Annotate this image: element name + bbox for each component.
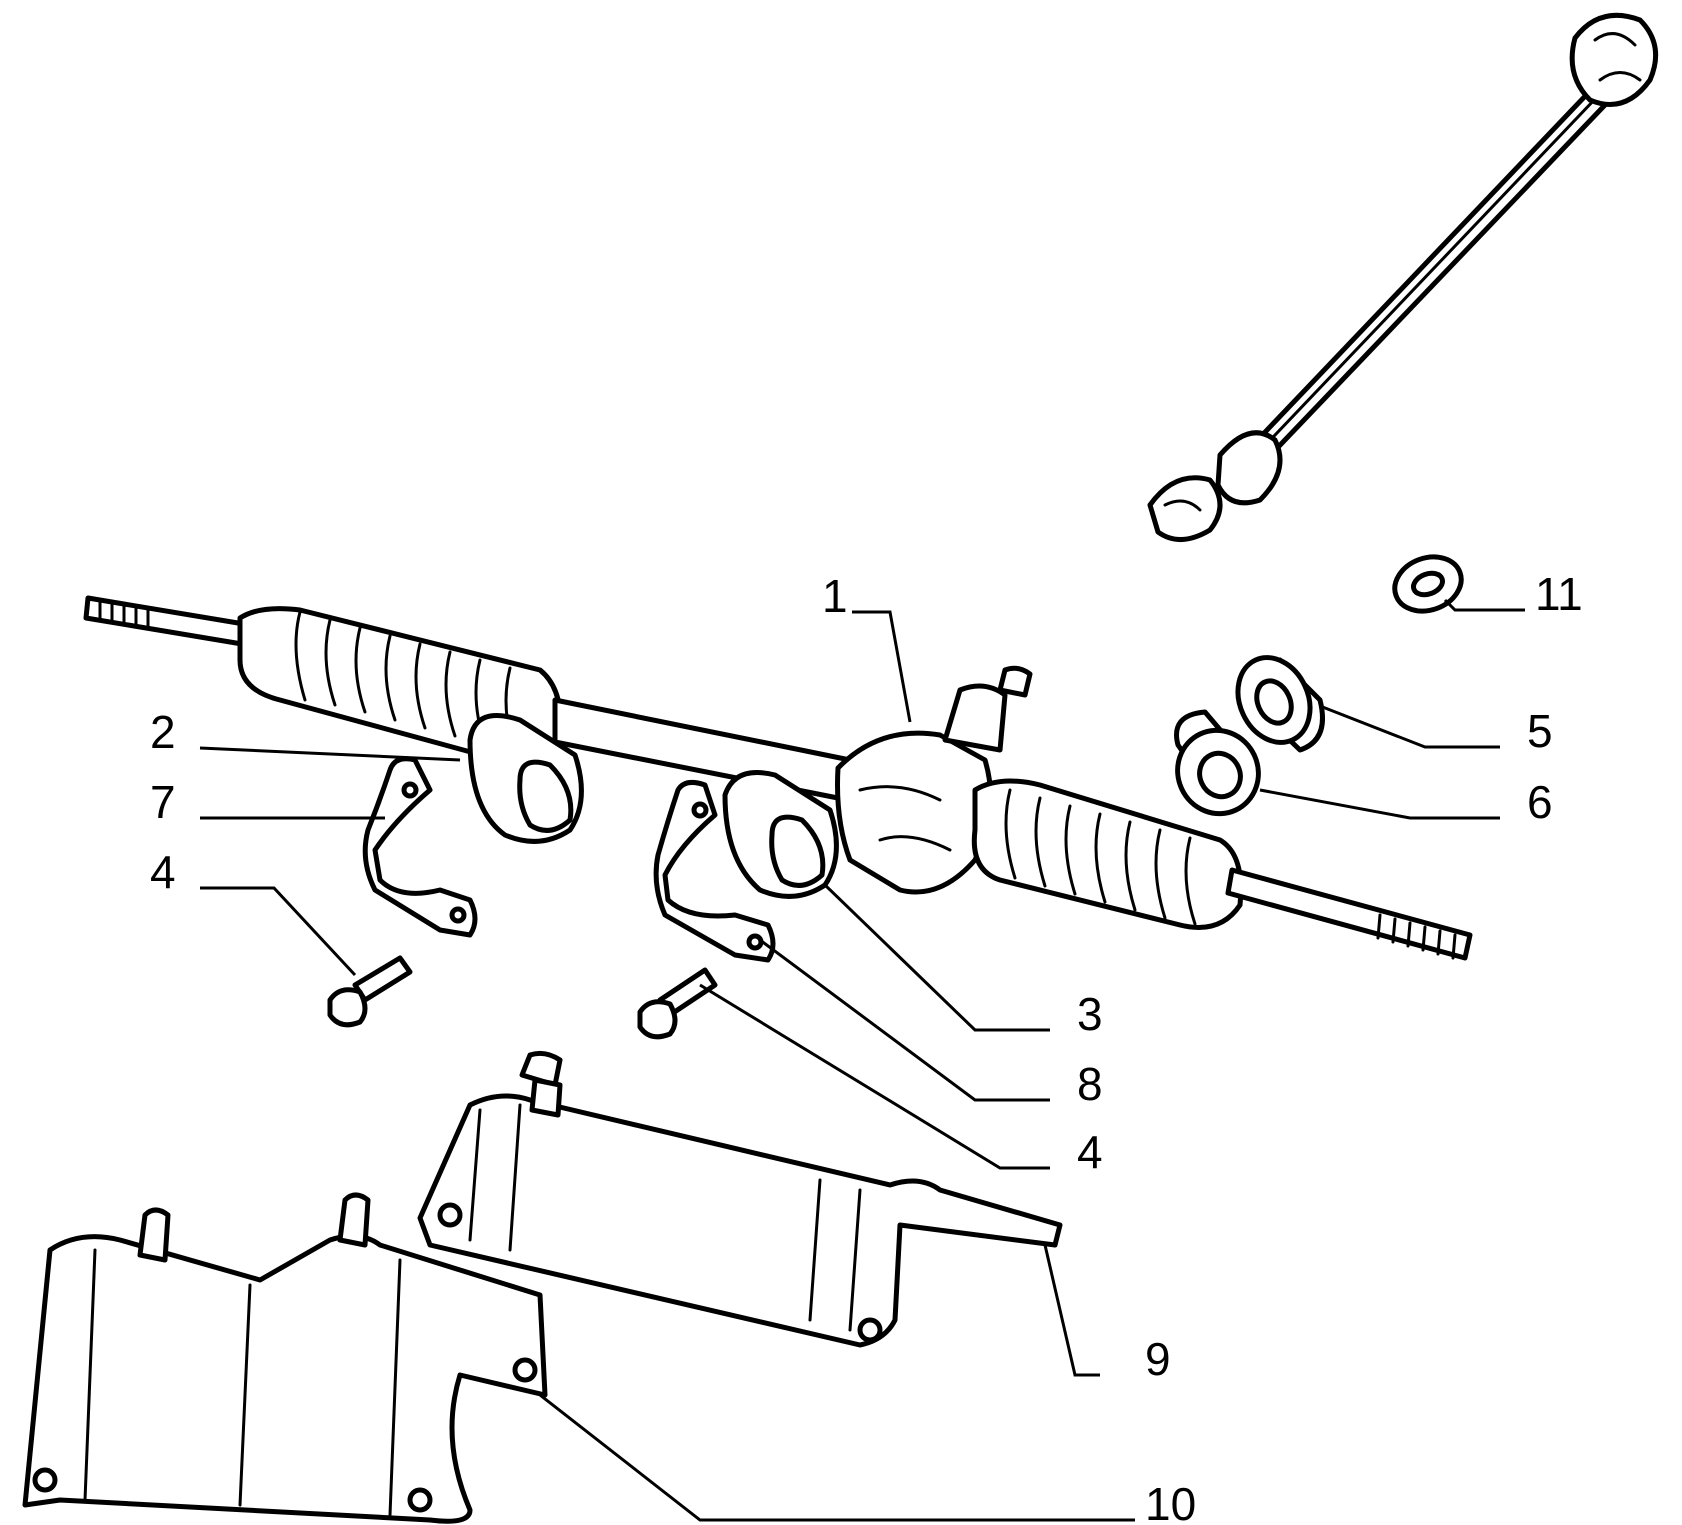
steering-column-shaft bbox=[1147, 12, 1659, 542]
callout-5: 5 bbox=[1527, 705, 1553, 757]
callout-4-left: 4 bbox=[150, 846, 176, 898]
rubber-bushing-2 bbox=[467, 713, 584, 844]
callout-7: 7 bbox=[150, 776, 176, 828]
washer-11 bbox=[1392, 554, 1464, 614]
callout-6: 6 bbox=[1527, 776, 1553, 828]
callout-4-center: 4 bbox=[1077, 1126, 1103, 1178]
leader-lines bbox=[199, 598, 1525, 1522]
callout-1: 1 bbox=[822, 570, 848, 622]
heat-shield-9 bbox=[417, 1050, 1063, 1348]
bracket-7 bbox=[362, 756, 478, 938]
callout-3: 3 bbox=[1077, 988, 1103, 1040]
callout-9: 9 bbox=[1145, 1333, 1171, 1385]
callout-2: 2 bbox=[150, 706, 176, 758]
bolt-4-center bbox=[637, 967, 718, 1040]
rubber-bushing-3 bbox=[722, 770, 839, 899]
callout-labels: 1 2 3 4 4 5 6 7 8 9 10 11 bbox=[150, 568, 1583, 1525]
callout-11: 11 bbox=[1535, 568, 1583, 620]
bushing-5 bbox=[1235, 655, 1325, 753]
seal-6 bbox=[1174, 709, 1261, 817]
bolt-4-left bbox=[327, 955, 413, 1028]
callout-10: 10 bbox=[1145, 1478, 1196, 1525]
heat-shield-10 bbox=[22, 1192, 548, 1524]
callout-8: 8 bbox=[1077, 1058, 1103, 1110]
